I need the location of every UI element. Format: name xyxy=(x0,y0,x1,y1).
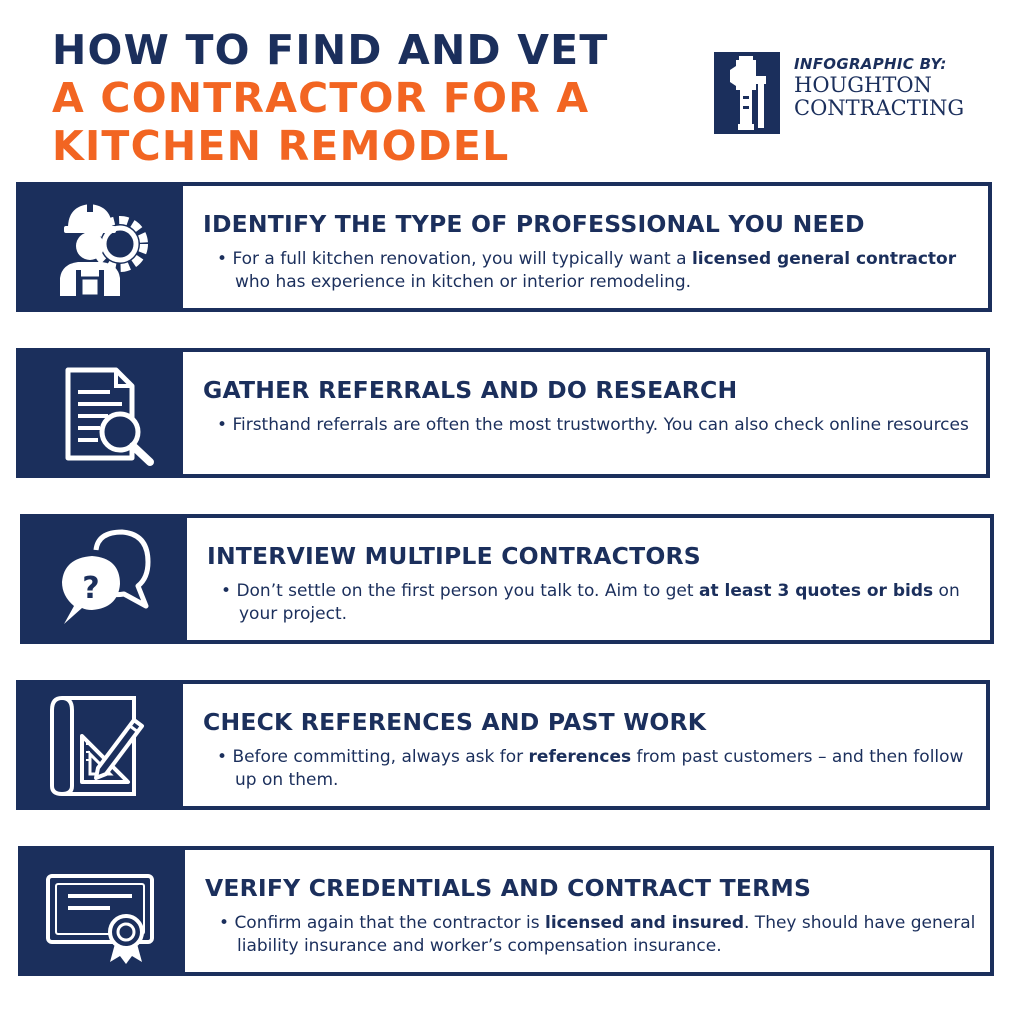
step-text: Before committing, always ask for xyxy=(232,747,529,767)
step-gather-referrals: GATHER REFERRALS AND DO RESEARCH • First… xyxy=(16,348,990,478)
step-interview-contractors: ? INTERVIEW MULTIPLE CONTRACTORS • Don’t… xyxy=(20,514,994,644)
step-text: Firsthand referrals are often the most t… xyxy=(232,415,969,435)
construction-worker-gear-icon xyxy=(60,202,148,298)
step-description: • Confirm again that the contractor is l… xyxy=(215,912,976,958)
blueprint-triangle-pencil-icon xyxy=(50,695,144,797)
step-verify-credentials: VERIFY CREDENTIALS AND CONTRACT TERMS • … xyxy=(18,846,994,976)
brand-name: HOUGHTON CONTRACTING xyxy=(794,74,964,120)
step-heading: INTERVIEW MULTIPLE CONTRACTORS xyxy=(207,542,701,570)
step-icon-box xyxy=(16,348,179,478)
step-heading: GATHER REFERRALS AND DO RESEARCH xyxy=(203,376,738,404)
step-icon-box: ? xyxy=(20,514,183,644)
step-icon-box xyxy=(16,680,179,810)
step-heading: CHECK REFERENCES AND PAST WORK xyxy=(203,708,707,736)
step-description: • Firsthand referrals are often the most… xyxy=(213,414,972,437)
infographic-byline: INFOGRAPHIC BY: xyxy=(794,55,947,73)
step-text-cont: . They should have general liability ins… xyxy=(237,913,976,956)
step-bold-text: licensed and insured xyxy=(545,913,744,933)
step-description: • Before committing, always ask for refe… xyxy=(213,746,972,792)
brand-name-line-2: CONTRACTING xyxy=(794,96,965,120)
title-line-3: KITCHEN REMODEL xyxy=(52,122,510,170)
step-bold-text: licensed general contractor xyxy=(691,249,957,269)
step-text-cont: who has experience in kitchen or interio… xyxy=(235,272,692,292)
bullet-dot: • xyxy=(219,913,230,933)
step-text: Confirm again that the contractor is xyxy=(234,913,545,933)
page-title: HOW TO FIND AND VET A CONTRACTOR FOR A K… xyxy=(52,26,609,170)
step-text-box: GATHER REFERRALS AND DO RESEARCH • First… xyxy=(179,348,990,478)
step-text: Don’t settle on the first person you tal… xyxy=(236,581,699,601)
step-text-cont: from past customers – and then follow up… xyxy=(235,747,964,790)
step-text-box: CHECK REFERENCES AND PAST WORK • Before … xyxy=(179,680,990,810)
step-heading: IDENTIFY THE TYPE OF PROFESSIONAL YOU NE… xyxy=(203,210,865,238)
hammer-chisel-logo-icon xyxy=(714,52,780,134)
step-text-box: INTERVIEW MULTIPLE CONTRACTORS • Don’t s… xyxy=(183,514,994,644)
bullet-dot: • xyxy=(221,581,232,601)
title-line-1: HOW TO FIND AND VET xyxy=(52,26,609,74)
certificate-ribbon-icon xyxy=(46,874,154,964)
step-description: • For a full kitchen renovation, you wil… xyxy=(213,248,974,294)
step-text: For a full kitchen renovation, you will … xyxy=(232,249,692,269)
bullet-dot: • xyxy=(217,415,228,435)
bullet-dot: • xyxy=(217,747,228,767)
speech-bubbles-question-icon: ? xyxy=(62,529,151,624)
step-text-cont: on your project. xyxy=(239,581,960,624)
step-icon-box xyxy=(18,846,181,976)
brand-name-line-1: HOUGHTON xyxy=(794,73,932,97)
step-description: • Don’t settle on the first person you t… xyxy=(217,580,976,626)
step-heading: VERIFY CREDENTIALS AND CONTRACT TERMS xyxy=(205,874,812,902)
step-identify-professional: IDENTIFY THE TYPE OF PROFESSIONAL YOU NE… xyxy=(16,182,992,312)
step-text-box: IDENTIFY THE TYPE OF PROFESSIONAL YOU NE… xyxy=(179,182,992,312)
step-bold-text: references xyxy=(528,747,632,767)
brand-block: INFOGRAPHIC BY: HOUGHTON CONTRACTING xyxy=(714,52,1014,134)
step-text-box: VERIFY CREDENTIALS AND CONTRACT TERMS • … xyxy=(181,846,994,976)
step-bold-text: at least 3 quotes or bids xyxy=(698,581,934,601)
svg-text:?: ? xyxy=(82,571,99,606)
step-icon-box xyxy=(16,182,179,312)
step-check-references: CHECK REFERENCES AND PAST WORK • Before … xyxy=(16,680,990,810)
document-magnifier-icon xyxy=(65,367,154,466)
title-line-2: A CONTRACTOR FOR A xyxy=(52,74,590,122)
bullet-dot: • xyxy=(217,249,228,269)
